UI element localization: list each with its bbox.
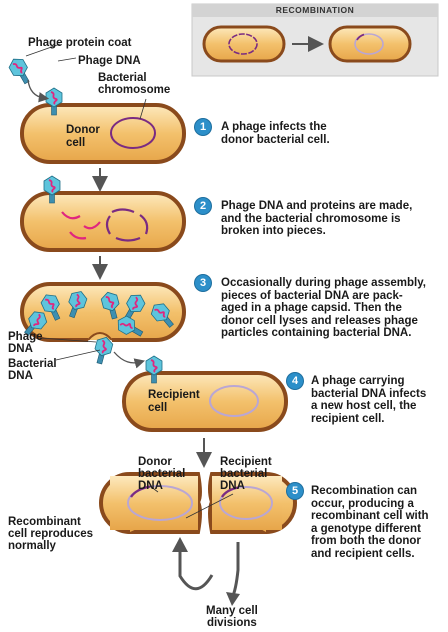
- step-2-badge: 2: [195, 198, 211, 214]
- bacterial-chromosome: [110, 117, 156, 149]
- recipient-chromosome: [209, 385, 259, 417]
- step-3-text: Occasionally during phage assembly, piec…: [221, 277, 426, 339]
- label-recipient-cell-2: cell: [148, 402, 168, 414]
- label-phage-dna-step3-2: DNA: [8, 343, 33, 355]
- step-1-badge: 1: [195, 119, 211, 135]
- inset-chromosome-before: [228, 33, 258, 55]
- step-4-text: A phage carrying bacterial DNA infects a…: [311, 375, 427, 425]
- donor-cell-step2: [20, 191, 186, 252]
- recombination-inset: [191, 3, 439, 77]
- leader-bacterial-dna-3: [55, 349, 101, 361]
- label-donor-cell-1: Donor: [66, 124, 100, 136]
- label-recombinant-reproduces: Recombinant cell reproduces normally: [8, 516, 94, 552]
- inset-recombined-segment: [356, 33, 365, 41]
- leader-donor-dna: [149, 485, 159, 493]
- leader-phage-dna-3: [39, 337, 97, 343]
- label-bacterial-dna-step3-1: Bacterial: [8, 358, 57, 370]
- label-bacterial-chromosome-2: chromosome: [98, 84, 171, 96]
- leader-coat: [25, 43, 61, 57]
- label-donor-bacterial-dna: Donor bacterial DNA: [138, 456, 186, 492]
- infect-arrow: [27, 79, 50, 103]
- recombined-segment-right: [220, 486, 239, 498]
- label-bacterial-dna-step3-2: DNA: [8, 370, 33, 382]
- donor-cell-step1: [20, 103, 186, 164]
- cycle-arrowhead-left: [172, 537, 188, 552]
- leader-recipient-dna: [185, 493, 234, 519]
- arrow-3-4: [113, 351, 146, 369]
- cycle-arrowhead-right: [226, 592, 240, 606]
- label-recipient-bacterial-dna: Recipient bacterial DNA: [220, 456, 272, 492]
- phage-free: [5, 54, 35, 88]
- label-recipient-cell-1: Recipient: [148, 389, 200, 401]
- cycle-arrow-right: [230, 542, 240, 599]
- recipient-cell-step4: [122, 371, 288, 432]
- recombinant-cell-step5: [99, 472, 297, 534]
- step-5-text: Recombination can occur, producing a rec…: [311, 485, 429, 560]
- leader-chromosome: [139, 98, 147, 120]
- label-donor-cell-2: cell: [66, 137, 86, 149]
- inset-title: RECOMBINATION: [275, 5, 355, 15]
- leader-phage-dna: [57, 57, 77, 62]
- step-3-badge: 3: [195, 275, 211, 291]
- inset-chromosome-after: [354, 33, 384, 55]
- step-1-text: A phage infects the donor bacterial cell…: [221, 121, 330, 146]
- cycle-arrow-left: [178, 548, 214, 591]
- label-many-divisions: Many cell divisions: [206, 605, 258, 629]
- label-phage-protein-coat: Phage protein coat: [28, 37, 132, 49]
- inset-cell-after: [328, 25, 412, 63]
- recombined-segment-left: [129, 485, 151, 498]
- step-2-text: Phage DNA and proteins are made, and the…: [221, 200, 413, 237]
- inset-cell-before: [202, 25, 286, 63]
- step-4-badge: 4: [287, 373, 303, 389]
- step-5-badge: 5: [287, 483, 303, 499]
- label-bacterial-chromosome-1: Bacterial: [98, 72, 147, 84]
- label-phage-dna-step3-1: Phage: [8, 331, 43, 343]
- label-phage-dna: Phage DNA: [78, 55, 141, 67]
